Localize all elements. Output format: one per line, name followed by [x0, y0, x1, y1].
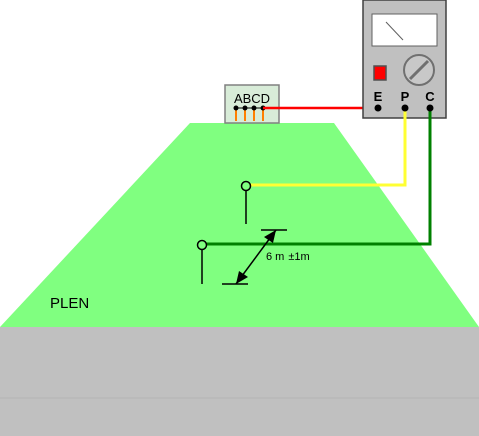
dimension-arrow-bottom — [236, 271, 248, 284]
potential-probe — [240, 180, 252, 224]
dimension-distance: 6 m — [266, 251, 284, 263]
current-probe-head — [196, 239, 208, 251]
connector-terminal-b — [242, 105, 248, 111]
selector-knob-icon[interactable] — [403, 54, 435, 86]
probe-spacing-dimension — [222, 229, 287, 285]
connector-terminal-c — [251, 105, 257, 111]
terminal-c-label: C — [425, 89, 435, 104]
connector-box-frame — [224, 84, 280, 124]
terminal-p — [401, 104, 409, 112]
wire-p — [249, 110, 407, 187]
earth-tester-meter: E P C — [362, 0, 447, 119]
potential-probe-head — [240, 180, 252, 192]
dimension-tolerance: 1m — [294, 251, 309, 263]
current-probe — [196, 239, 208, 284]
dimension-tolerance-sign: ± — [288, 251, 294, 263]
meter-needle — [385, 21, 404, 41]
soil-block — [0, 327, 479, 436]
dimension-value: 6 m ±1m — [266, 251, 310, 263]
connector-box-label: ABCD — [234, 91, 270, 106]
terminal-e-label: E — [374, 89, 383, 104]
wire-c — [206, 110, 432, 246]
ground-label: PLEN — [50, 295, 89, 312]
meter-terminals — [374, 104, 434, 112]
connector-terminal-a — [233, 105, 239, 111]
indicator-lamp-icon — [373, 65, 387, 81]
meter-display — [371, 13, 438, 47]
connector-box: ABCD — [224, 84, 280, 124]
dimension-arrow-top — [264, 230, 276, 243]
terminal-p-label: P — [401, 89, 410, 104]
ground-surface — [0, 123, 479, 327]
terminal-e — [374, 104, 382, 112]
terminal-c — [426, 104, 434, 112]
